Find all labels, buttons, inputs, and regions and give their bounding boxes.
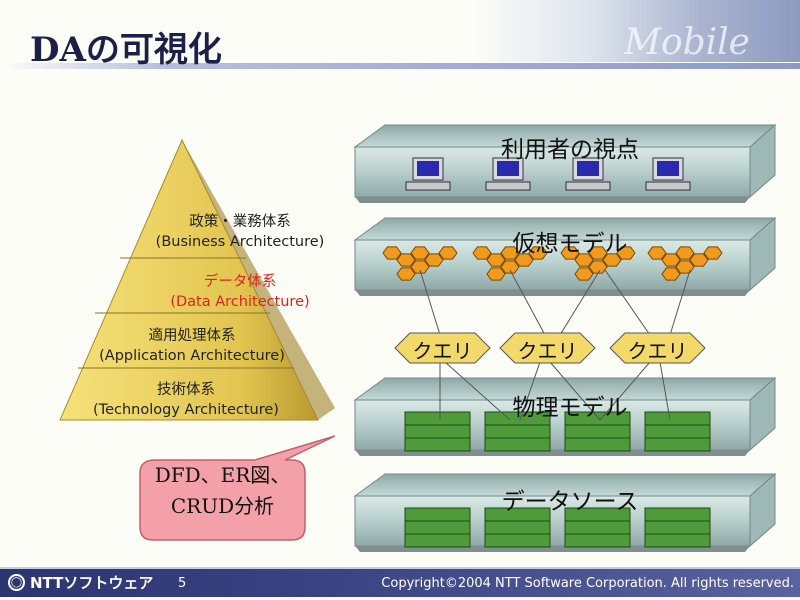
computer-icon bbox=[645, 157, 691, 191]
entity-hex-icon bbox=[602, 253, 622, 267]
layer-name: 技術体系 bbox=[157, 382, 215, 398]
table-icon bbox=[564, 507, 631, 548]
entity-hex-icon bbox=[500, 246, 520, 260]
layer-name: 適用処理体系 bbox=[148, 328, 236, 344]
entity-hex-icon bbox=[588, 260, 608, 274]
entity-cluster bbox=[382, 246, 458, 281]
query-label: クエリ bbox=[517, 339, 578, 363]
page-title: DAの可視化 bbox=[30, 30, 222, 70]
entity-hex-icon bbox=[661, 253, 681, 267]
pyramid-layer-business: 政策・業務体系 (Business Architecture) bbox=[110, 212, 370, 252]
entity-cluster bbox=[472, 246, 548, 281]
table-icon bbox=[484, 411, 551, 452]
entity-hex-icon bbox=[528, 246, 548, 260]
layer-english: (Data Architecture) bbox=[170, 294, 310, 310]
computer-icon bbox=[405, 157, 451, 191]
entity-hex-icon bbox=[500, 260, 520, 274]
entity-hex-icon bbox=[382, 246, 402, 260]
entity-hex-icon bbox=[616, 246, 636, 260]
label-user-view: 利用者の視点 bbox=[501, 137, 639, 163]
entity-hex-icon bbox=[661, 267, 681, 281]
label-virtual-model: 仮想モデル bbox=[512, 231, 628, 257]
logo-text: NTTソフトウェア bbox=[30, 574, 154, 592]
table-icon bbox=[484, 507, 551, 548]
architecture-pyramid bbox=[59, 138, 335, 421]
layer-english: (Technology Architecture) bbox=[93, 402, 279, 418]
entity-hex-icon bbox=[560, 246, 580, 260]
callout-bubble bbox=[139, 435, 336, 541]
entity-hex-icon bbox=[410, 246, 430, 260]
page-number: 5 bbox=[178, 576, 187, 591]
entity-hex-icon bbox=[486, 267, 506, 281]
query-label: クエリ bbox=[412, 339, 473, 363]
entity-hex-icon bbox=[647, 246, 667, 260]
entity-hex-icon bbox=[675, 246, 695, 260]
header-decoration: Mobile bbox=[470, 0, 800, 63]
logo-icon: ◯ bbox=[8, 574, 25, 591]
entity-cluster bbox=[560, 246, 636, 281]
query-label: クエリ bbox=[627, 339, 688, 363]
callout-line: CRUD分析 bbox=[170, 494, 275, 518]
label-data-source: データソース bbox=[501, 489, 639, 515]
layer-english: (Application Architecture) bbox=[99, 348, 285, 364]
table-icon bbox=[404, 507, 471, 548]
pyramid-layer-technology: 技術体系 (Technology Architecture) bbox=[56, 380, 316, 420]
entity-hex-icon bbox=[486, 253, 506, 267]
entity-hex-icon bbox=[410, 260, 430, 274]
query-shape bbox=[394, 332, 491, 364]
footer: ◯ NTTソフトウェア 5 Copyright©2004 NTT Software… bbox=[0, 567, 800, 597]
entity-hex-icon bbox=[675, 260, 695, 274]
entity-hex-icon bbox=[574, 253, 594, 267]
layer-name: データ体系 bbox=[203, 274, 277, 290]
connector-lines bbox=[419, 269, 691, 421]
copyright: Copyright©2004 NTT Software Corporation.… bbox=[381, 576, 794, 591]
computer-icon bbox=[485, 157, 531, 191]
callout-text: DFD、ER図、 CRUD分析 bbox=[140, 460, 305, 522]
table-icon bbox=[644, 507, 711, 548]
slab-user-view bbox=[353, 123, 777, 203]
label-physical-model: 物理モデル bbox=[512, 395, 628, 421]
query-shape bbox=[499, 332, 596, 364]
table-icon bbox=[564, 411, 631, 452]
header-divider bbox=[0, 63, 800, 69]
entity-hex-icon bbox=[514, 253, 534, 267]
query-shape bbox=[609, 332, 706, 364]
entity-hex-icon bbox=[396, 267, 416, 281]
table-icon bbox=[644, 411, 711, 452]
entity-hex-icon bbox=[438, 246, 458, 260]
entity-hex-icon bbox=[689, 253, 709, 267]
entity-hex-icon bbox=[588, 246, 608, 260]
pyramid-layer-data: データ体系 (Data Architecture) bbox=[110, 272, 370, 312]
pyramid-layer-application: 適用処理体系 (Application Architecture) bbox=[62, 326, 322, 366]
callout-line: DFD、ER図、 bbox=[154, 463, 291, 487]
entity-hex-icon bbox=[424, 253, 444, 267]
entity-hex-icon bbox=[574, 267, 594, 281]
background-watermark: Mobile bbox=[624, 22, 750, 63]
entity-hex-icon bbox=[396, 253, 416, 267]
layer-english: (Business Architecture) bbox=[155, 234, 325, 250]
company-logo: ◯ NTTソフトウェア bbox=[8, 572, 153, 593]
layer-name: 政策・業務体系 bbox=[189, 214, 291, 230]
computer-icon bbox=[565, 157, 611, 191]
entity-hex-icon bbox=[472, 246, 492, 260]
table-icon bbox=[404, 411, 471, 452]
entity-cluster bbox=[647, 246, 723, 281]
entity-hex-icon bbox=[703, 246, 723, 260]
